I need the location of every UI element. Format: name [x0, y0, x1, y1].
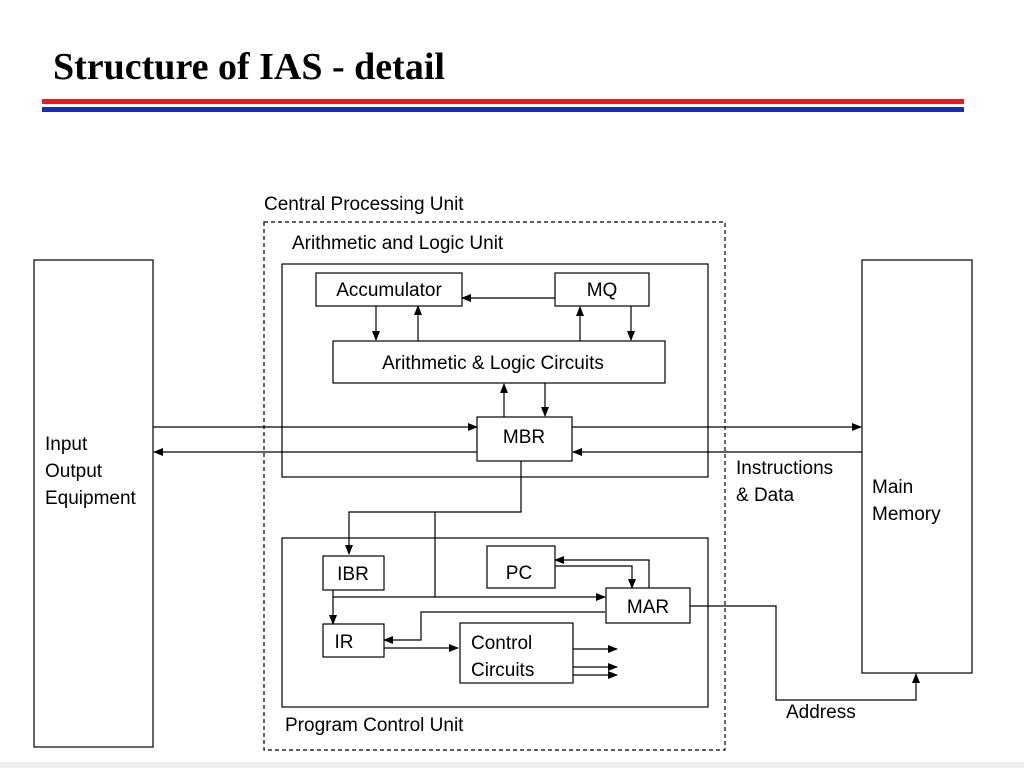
cpu-label: Central Processing Unit — [264, 194, 464, 215]
mar-label: MAR — [627, 597, 669, 618]
wire-pc-to-mar — [555, 565, 636, 589]
control-circuits: Control Circuits — [459, 622, 574, 684]
io-label-line1: Input — [45, 434, 88, 455]
mbr-label: MBR — [503, 427, 545, 448]
connection-wires — [153, 294, 920, 701]
instructions-label-line1: Instructions — [736, 458, 833, 479]
memory-label-line1: Main — [872, 477, 913, 498]
io-equipment-box — [33, 259, 154, 748]
slide-title: Structure of IAS - detail — [53, 46, 445, 88]
main-memory-box — [861, 259, 973, 674]
wire-mbr-to-ir — [383, 611, 605, 644]
ir-label: IR — [335, 632, 354, 653]
wire-mar-to-pc — [554, 556, 650, 588]
mbr-register: MBR — [476, 416, 573, 462]
ir-register: IR — [322, 623, 385, 658]
arithmetic-logic-circuits: Arithmetic & Logic Circuits — [332, 340, 666, 384]
title-rule-red — [42, 99, 964, 104]
alu-label: Arithmetic and Logic Unit — [292, 233, 504, 254]
mar-register: MAR — [605, 587, 691, 624]
ibr-register: IBR — [322, 555, 385, 591]
address-label: Address — [786, 702, 856, 723]
pc-register: PC — [486, 545, 556, 589]
control-label-line1: Control — [471, 633, 532, 654]
alu-frame — [281, 263, 709, 478]
wire-mar-to-memory — [690, 605, 920, 701]
io-label-line3: Equipment — [45, 488, 137, 509]
ibr-label: IBR — [337, 564, 369, 585]
memory-label-line2: Memory — [872, 504, 941, 525]
mq-register: MQ — [554, 272, 650, 307]
pcu-frame — [281, 537, 709, 708]
accumulator-label: Accumulator — [336, 280, 442, 301]
control-label-line2: Circuits — [471, 660, 534, 681]
title-rule-blue — [42, 107, 964, 112]
instructions-label-line2: & Data — [736, 485, 795, 506]
pc-label: PC — [506, 563, 532, 584]
accumulator-register: Accumulator — [315, 272, 463, 307]
pcu-label: Program Control Unit — [285, 715, 464, 736]
alc-label: Arithmetic & Logic Circuits — [382, 353, 604, 374]
cpu-frame — [263, 221, 726, 751]
io-label-line2: Output — [45, 461, 103, 482]
mq-label: MQ — [587, 280, 618, 301]
footer-band — [0, 762, 1024, 768]
